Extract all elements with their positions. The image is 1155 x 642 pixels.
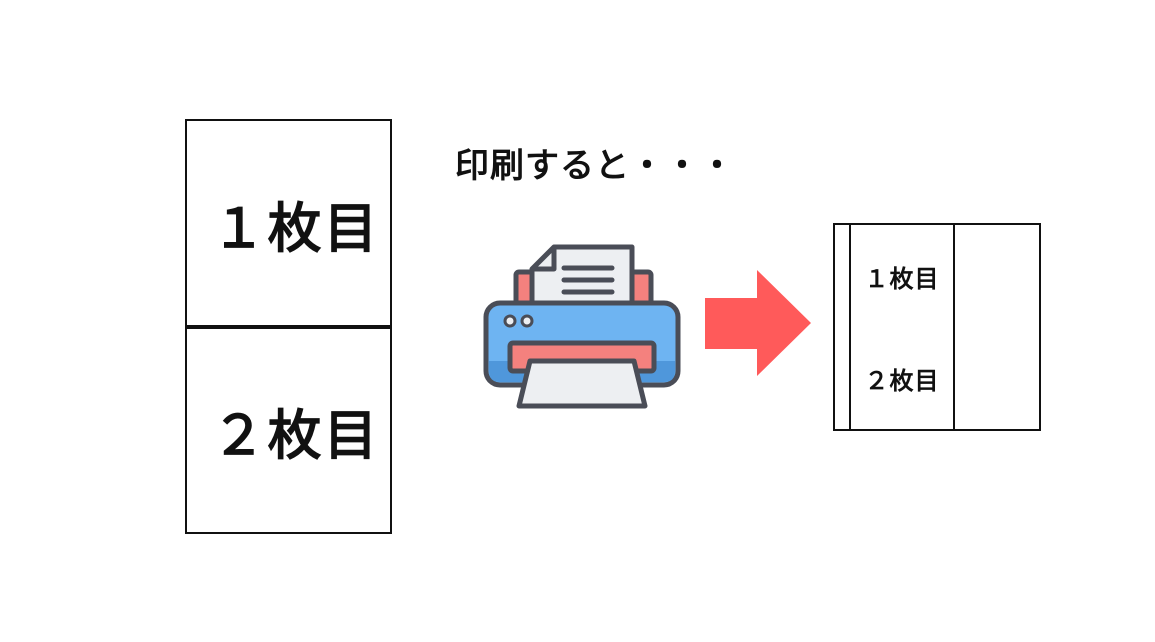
binding-margin-line [849, 225, 851, 429]
source-page-2: ２枚目 [185, 327, 392, 534]
printed-page-1-label: １枚目 [864, 264, 940, 293]
paper-fold [532, 247, 557, 272]
printer-icon [483, 244, 681, 409]
printed-page-2: ２枚目 [851, 327, 955, 429]
source-page-1: １枚目 [185, 119, 392, 327]
arrow-shape [705, 270, 811, 376]
printed-page-1: １枚目 [851, 225, 955, 329]
printer-button-1 [503, 314, 517, 328]
printed-page-2-label: ２枚目 [864, 366, 940, 395]
source-page-2-label: ２枚目 [211, 404, 380, 467]
printer-button-2 [520, 314, 534, 328]
printer-output-paper [516, 358, 648, 409]
right-arrow-icon [705, 270, 811, 376]
source-page-1-label: １枚目 [211, 196, 380, 260]
print-caption: 印刷すると・・・ [455, 146, 735, 186]
printed-sheet: １枚目 ２枚目 [833, 223, 1041, 431]
